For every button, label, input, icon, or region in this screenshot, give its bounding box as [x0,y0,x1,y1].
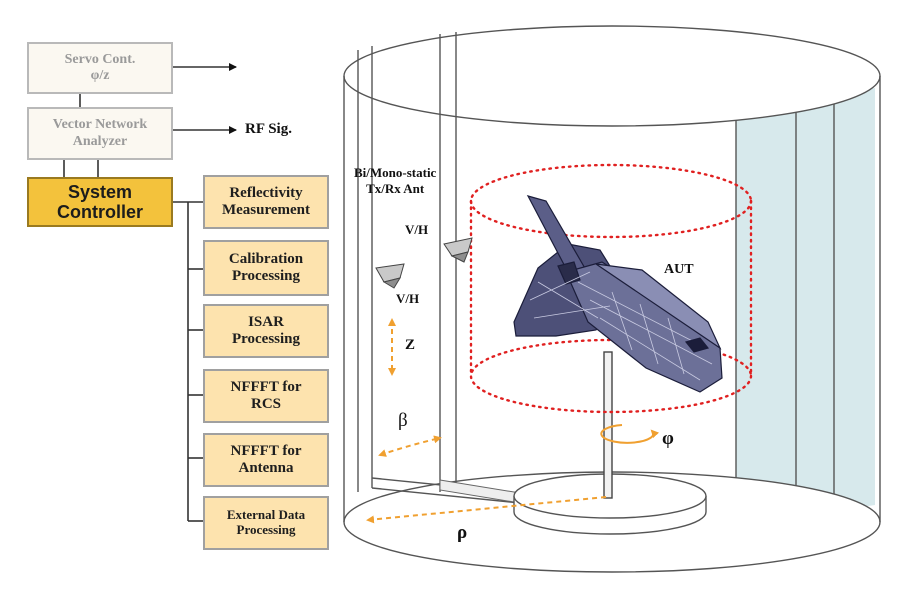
process-line2: Processing [236,522,296,537]
pedestal-post [603,351,613,499]
scanner-rail-1 [371,487,521,504]
process-line1: NFFFT for [230,378,302,395]
shuttle-upper-deck [595,263,722,350]
process-box-isar: ISAR Processing [203,304,329,358]
chamber-glass-panel [736,88,875,525]
scan-cylinder-bottom [469,338,753,414]
polarization-upper-label: V/H [405,222,429,237]
chamber [343,25,881,573]
process-box-reflectivity: Reflectivity Measurement [203,175,329,229]
polarization-lower-label: V/H [396,291,420,306]
process-line2: Measurement [221,202,311,218]
process-line1: External Data [226,507,306,523]
system-controller-line2: Controller [56,202,143,222]
motion-arrows [366,318,660,524]
antenna-label: Bi/Mono-static Tx/Rx Ant [354,165,436,196]
system-controller-box: System Controller [27,177,173,227]
phi-label: φ [662,428,674,449]
rf-signal-label: RF Sig. [245,121,292,137]
system-controller-line1: System [67,181,133,202]
process-line1: NFFFT for [230,442,302,459]
vna-box-line2: Analyzer [72,133,128,149]
process-box-nffft-rcs: NFFFT for RCS [203,369,329,423]
block-connectors [63,63,237,522]
process-box-calibration: Calibration Processing [203,240,329,296]
servo-controller-box: Servo Cont. φ/z [27,42,173,94]
antenna-upper [443,237,473,263]
servo-box-line1: Servo Cont. [64,51,136,67]
scan-cylinder-top [469,163,753,239]
antenna-lower [375,263,405,289]
process-line2: Antenna [238,460,294,476]
process-box-nffft-antenna: NFFFT for Antenna [203,433,329,487]
antenna-label-line1: Bi/Mono-static [354,165,437,180]
shuttle-model [513,195,723,393]
shuttle-engines [557,261,581,285]
antennas [375,237,473,289]
vna-box-line1: Vector Network [52,117,148,133]
chamber-top-ellipse [343,25,881,127]
pedestal [603,351,613,499]
aut-label: AUT [664,262,694,277]
process-line1: Reflectivity [229,184,303,201]
process-line1: ISAR [248,313,284,330]
beta-arrow [378,435,442,457]
process-line2: Processing [231,331,301,347]
beta-label: β [398,410,408,431]
shuttle-cockpit [684,337,710,353]
z-axis-label: Z [405,337,416,353]
scan-cylinder [469,163,753,414]
process-line1: Calibration [228,250,304,267]
process-line2: Processing [231,268,301,284]
process-line2: RCS [250,396,281,412]
servo-box-line2: φ/z [90,68,110,83]
process-box-external-data: External Data Processing [203,496,329,550]
vector-network-analyzer-box: Vector Network Analyzer [27,107,173,160]
antenna-label-line2: Tx/Rx Ant [366,180,425,196]
rho-arrow [366,496,607,524]
phi-rotation-arrow [600,424,660,444]
rho-label: ρ [457,522,468,543]
shuttle-mesh-lines [529,271,713,381]
